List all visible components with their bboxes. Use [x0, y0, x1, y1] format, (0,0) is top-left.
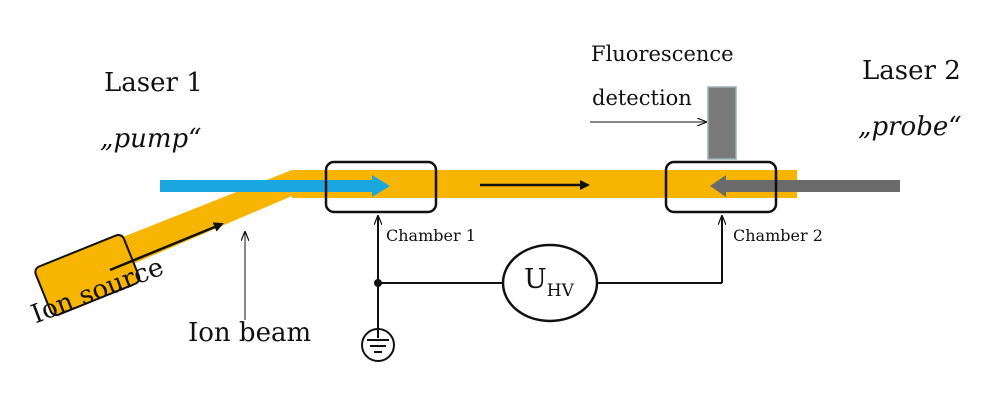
- laser1-label: Laser 1: [104, 68, 203, 98]
- ion-direction-arrow-diagonal: [109, 222, 224, 272]
- fluorescence-label-line1: Fluorescence: [591, 42, 734, 66]
- ion-source: [34, 233, 141, 317]
- pump-label: „pump“: [100, 124, 202, 154]
- chamber2-label: Chamber 2: [733, 226, 823, 245]
- ground-icon: [361, 328, 395, 362]
- laser1-arrowhead: [372, 175, 390, 197]
- probe-label: „probe“: [858, 112, 962, 142]
- fluorescence-label-line2: detection: [592, 86, 692, 110]
- voltage-label: UHV: [524, 264, 574, 301]
- laser2-arrowhead: [710, 175, 726, 197]
- chamber2-box: [664, 160, 778, 214]
- voltage-subscript: HV: [546, 281, 574, 301]
- laser2-label: Laser 2: [862, 56, 961, 86]
- voltage-symbol: U: [524, 264, 547, 295]
- chamber1-label: Chamber 1: [386, 226, 476, 245]
- chamber1-box: [324, 160, 438, 214]
- ion-beam-label: Ion beam: [188, 318, 312, 348]
- fluorescence-detector: [707, 86, 737, 160]
